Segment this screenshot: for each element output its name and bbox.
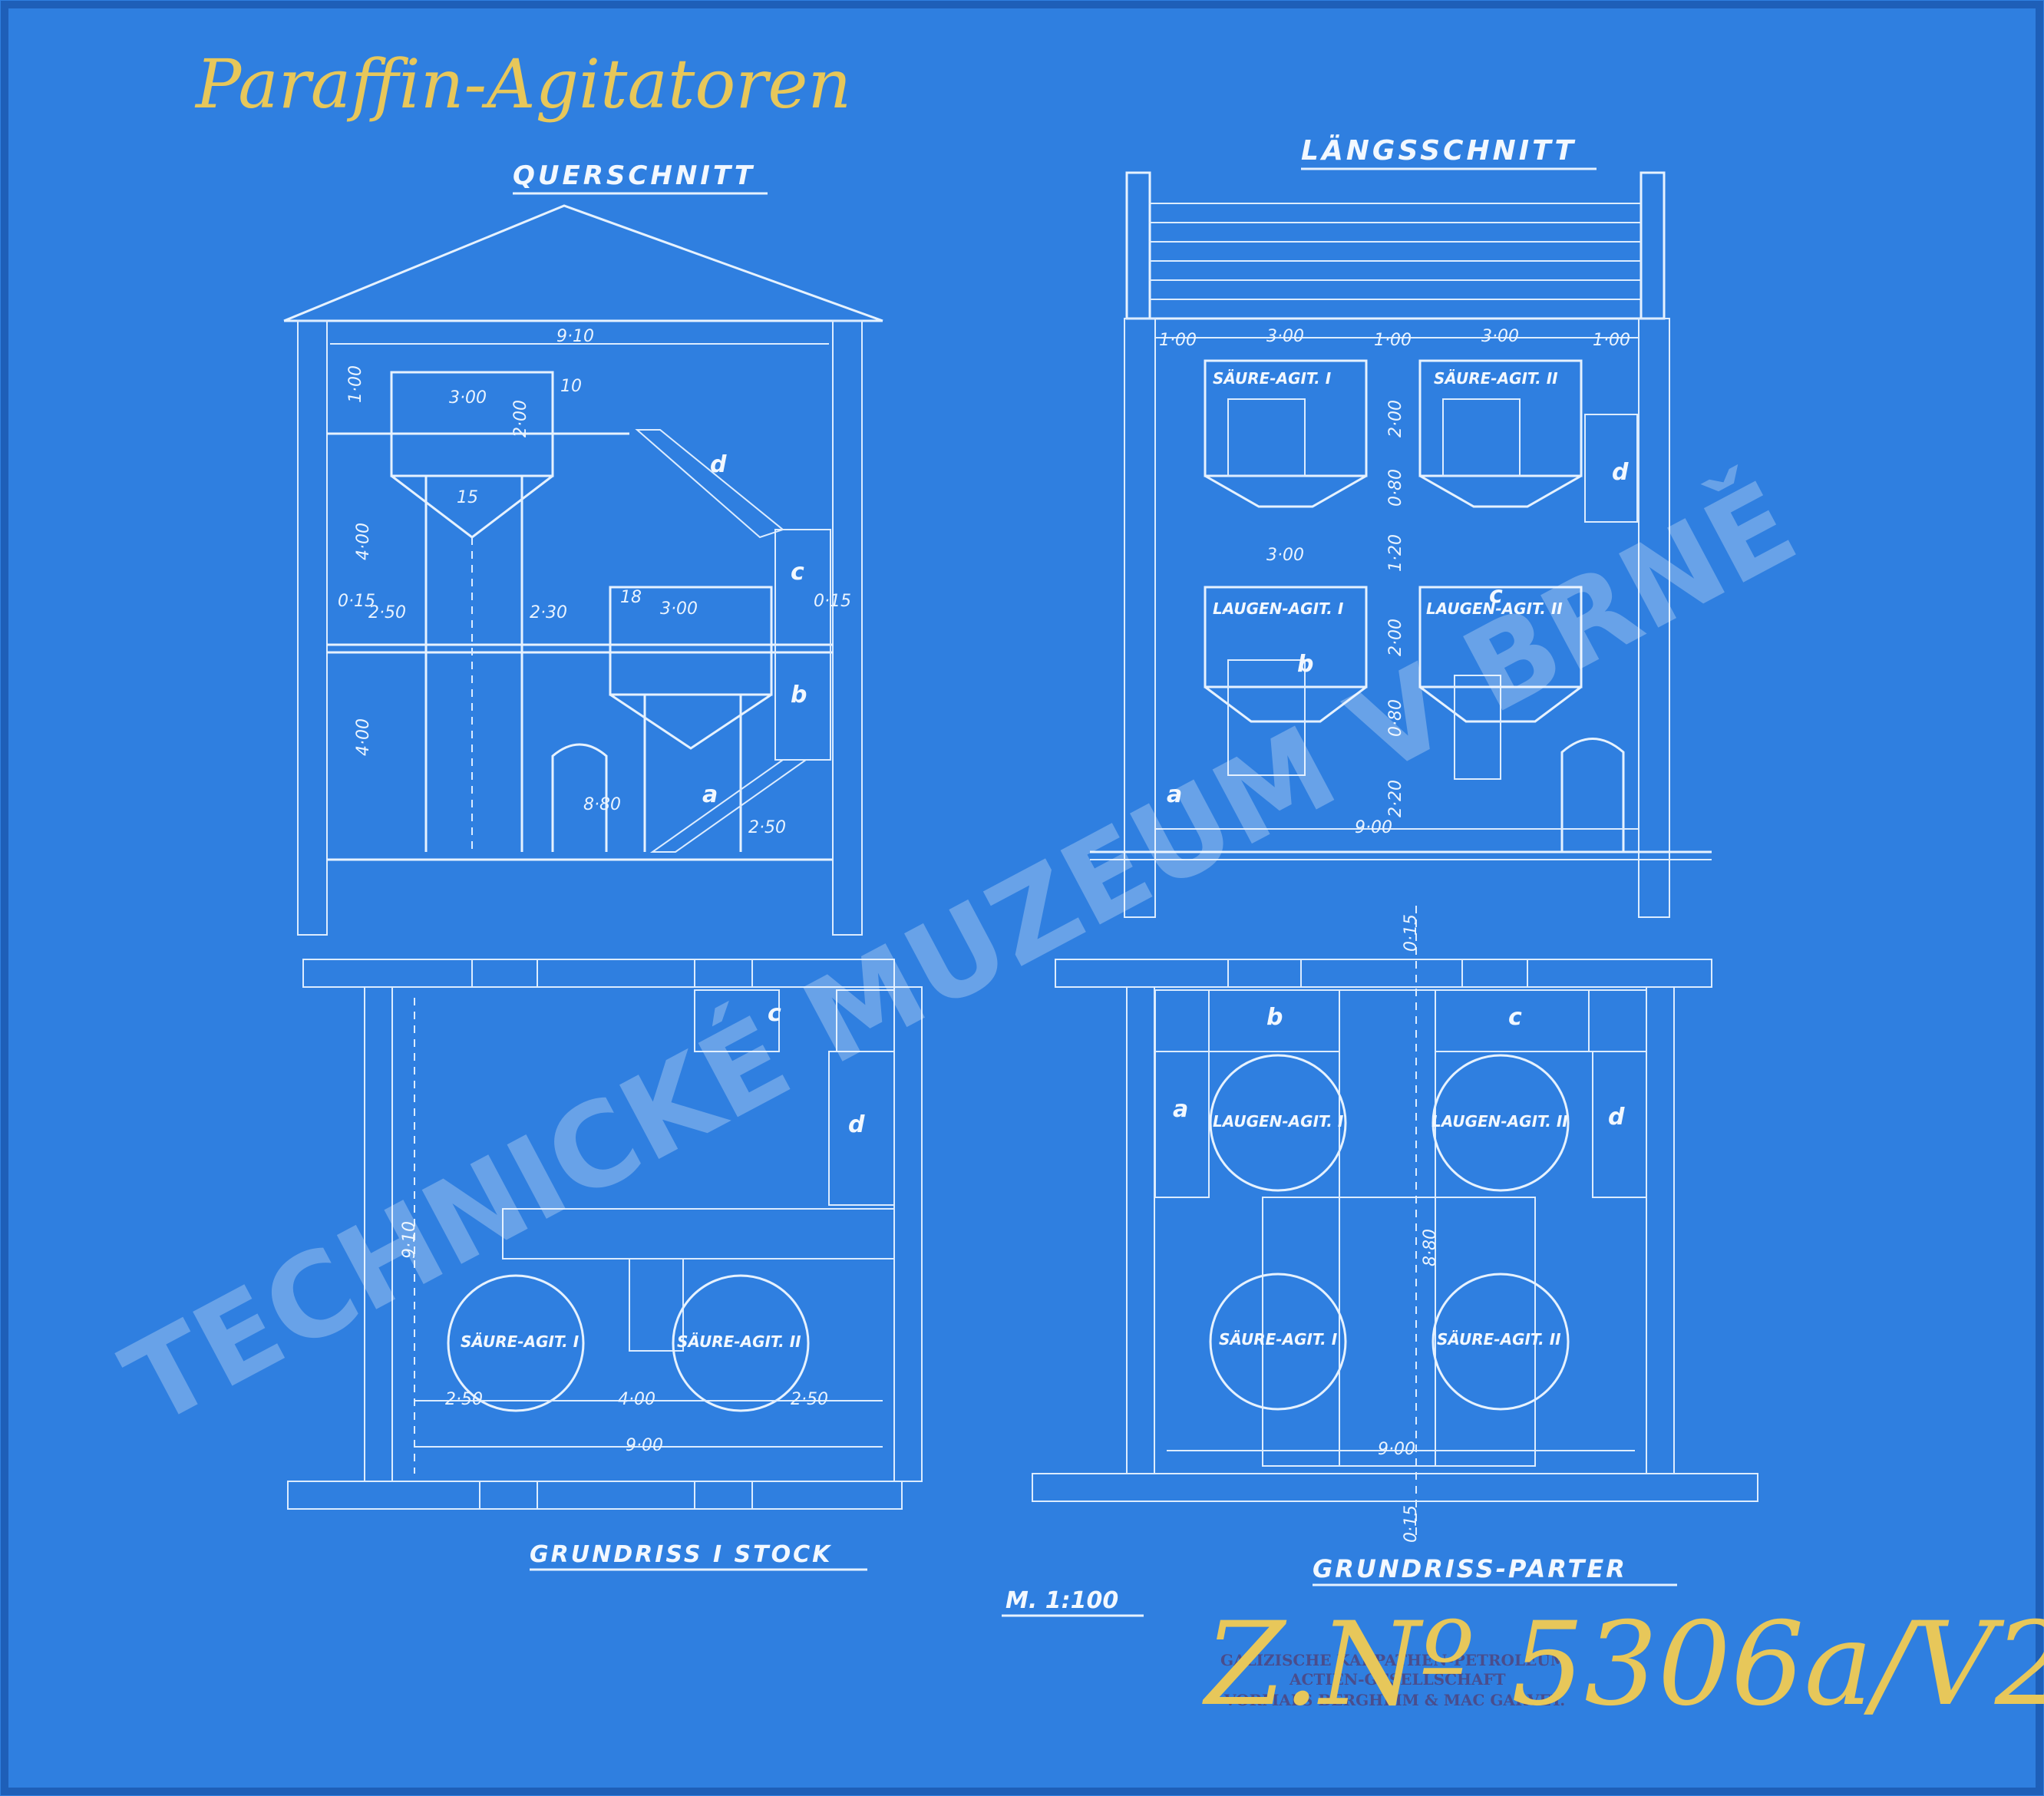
long-dim-200-upper: 2·00 [1386,400,1405,437]
long-dim-100-b: 1·00 [1374,331,1412,350]
cross-dim-400-lower: 4·00 [354,718,373,756]
long-dim-300-a: 3·00 [1266,327,1304,346]
cross-section-drawing: QUERSCHNITT 9·10 3·00 3·00 2· [283,160,883,936]
plan0-dim-015-top: 0·15 [1402,914,1421,952]
long-dim-080-lower: 0·80 [1386,699,1405,737]
plan-ground-floor-title: GRUNDRISS-PARTER [1313,1554,1627,1583]
cross-dim-015-right: 0·15 [814,592,851,611]
company-stamp: GALIZISCHE KARPATHEN-PETROLEUM ACTIEN-GE… [1220,1651,1567,1709]
cross-letter-b: b [791,682,807,708]
long-dim-200-lower: 2·00 [1386,619,1405,656]
cross-dim-880: 8·80 [583,795,621,814]
long-lye-tank-2: LAUGEN-AGIT. II [1426,599,1563,618]
plan1-dim-910: 9·10 [400,1221,419,1259]
plan0-dim-880: 8·80 [1421,1229,1440,1266]
plan0-letter-a: a [1173,1096,1188,1123]
long-dim-300-b: 3·00 [1481,327,1519,346]
cross-dim-015-left: 0·15 [338,592,375,611]
plan1-acid-tank-1: SÄURE-AGIT. I [461,1332,580,1351]
cross-letter-a: a [702,781,718,808]
long-dim-120: 1·20 [1386,534,1405,572]
plan1-letter-d: d [848,1111,865,1138]
drawing-number: Z.Nº 5306a/V2 [1202,1598,2044,1732]
long-acid-tank-2: SÄURE-AGIT. II [1434,369,1558,388]
plan0-lye-tank-2: LAUGEN-AGIT. II [1431,1112,1568,1131]
cross-width-dim: 9·10 [556,327,594,346]
cross-lower-tank-dim: 3·00 [660,599,698,619]
plan0-letter-c: c [1508,1004,1522,1031]
cross-section-title: QUERSCHNITT [513,160,755,191]
long-dim-100-a: 1·00 [1159,331,1197,350]
plan1-acid-tank-2: SÄURE-AGIT. II [677,1332,801,1351]
cross-dim-100: 1·00 [346,365,365,403]
cross-dim-230: 2·30 [530,603,567,622]
long-letter-d: d [1612,459,1629,486]
plan0-acid-tank-2: SÄURE-AGIT. II [1437,1330,1561,1349]
cross-dim-18: 18 [620,588,642,607]
long-letter-a: a [1167,781,1182,808]
plan1-letter-c: c [768,1000,781,1027]
cross-dim-10: 10 [560,377,582,396]
plan1-dim-250-left: 2·50 [445,1390,483,1409]
long-letter-b: b [1297,651,1313,678]
long-dim-220: 2·20 [1386,780,1405,817]
plan0-letter-d: d [1608,1104,1625,1131]
long-dim-100-c: 1·00 [1593,331,1630,350]
cross-dim-200: 2·00 [511,400,530,437]
plan0-lye-tank-1: LAUGEN-AGIT. I [1213,1112,1344,1131]
plan-ground-floor-drawing: LAUGEN-AGIT. I LAUGEN-AGIT. II SÄURE-AGI… [1032,906,1758,1586]
long-lye-tank-1: LAUGEN-AGIT. I [1213,599,1344,618]
cross-dim-15: 15 [457,488,478,507]
plan0-dim-900: 9·00 [1378,1440,1415,1459]
plan0-dim-015-bottom: 0·15 [1402,1505,1421,1543]
scale-label: M. 1:100 [1005,1587,1118,1614]
stamp-line-2: ACTIEN-GESELLSCHAFT [1289,1670,1506,1689]
plan0-acid-tank-1: SÄURE-AGIT. I [1219,1330,1338,1349]
cross-upper-tank-dim: 3·00 [449,388,487,408]
long-dim-900: 9·00 [1355,818,1392,837]
plan-first-floor-title: GRUNDRISS I STOCK [530,1541,832,1568]
longitudinal-section-title: LÄNGSSCHNITT [1301,134,1577,167]
stamp-line-1: GALIZISCHE KARPATHEN-PETROLEUM [1220,1651,1567,1669]
plan1-dim-400: 4·00 [618,1390,655,1409]
cross-dim-250: 2·50 [368,603,406,622]
handwritten-title: Paraffin-Agitatoren [194,45,851,124]
cross-dim-250-stair: 2·50 [748,818,786,837]
plan-first-floor-drawing: SÄURE-AGIT. I SÄURE-AGIT. II 2·50 4·00 2… [287,959,923,1571]
long-dim-080-upper: 0·80 [1386,469,1405,507]
stamp-line-3: VORMALS BERGHEIM & MAC GARVEY. [1223,1691,1565,1709]
longitudinal-section-drawing: LÄNGSSCHNITT [1090,134,1712,918]
long-letter-c: c [1489,582,1503,609]
cross-dim-400-upper: 4·00 [354,523,373,560]
long-dim-300-lower: 3·00 [1266,546,1304,565]
cross-letter-c: c [791,559,804,586]
plan1-dim-900: 9·00 [626,1436,663,1455]
cross-letter-d: d [710,451,727,478]
plan1-dim-250-right: 2·50 [791,1390,828,1409]
plan0-letter-b: b [1266,1004,1283,1031]
long-acid-tank-1: SÄURE-AGIT. I [1213,369,1332,388]
